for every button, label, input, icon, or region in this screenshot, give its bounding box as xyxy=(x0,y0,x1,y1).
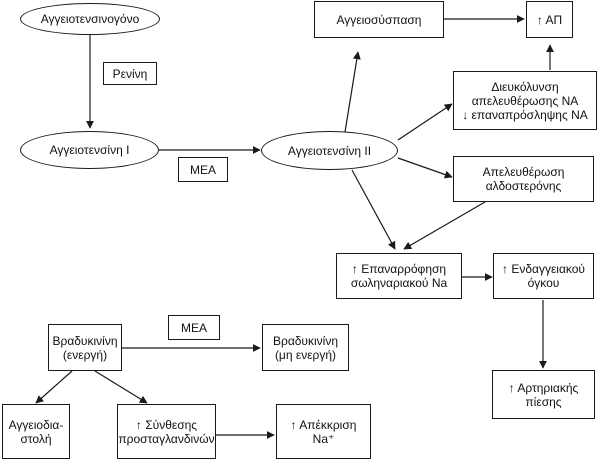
node-intravascular-volume: ↑ Ενδαγγειακού όγκου xyxy=(493,253,594,299)
node-aldosterone-release: Απελευθέρωση αλδοστερόνης xyxy=(453,156,594,202)
node-bradykinin-active: Βραδυκινίνη (ενεργή) xyxy=(48,324,122,371)
node-angiotensin-1: Αγγειοτενσίνη Ι xyxy=(20,131,159,169)
node-na-excretion: ↑ Απέκκριση Na⁺ xyxy=(276,404,371,459)
label-ace-1: ΜΕΑ xyxy=(178,157,228,182)
label-ace-2: ΜΕΑ xyxy=(168,315,220,340)
arrow-angiotensin-2-to-aldosterone xyxy=(397,157,453,179)
label-renin: Ρενίνη xyxy=(103,62,157,85)
arrow-bradykinin-to-prostaglandin xyxy=(94,370,148,404)
node-prostaglandin-synthesis: ↑ Σύνθεσης προσταγλανδινών xyxy=(117,404,216,459)
arrow-angiotensin-2-to-na-reabsorption xyxy=(351,169,396,250)
arrow-angiotensin-2-to-vasoconstriction xyxy=(344,51,361,133)
arrow-angiotensin-2-to-na-facilitation xyxy=(397,103,453,141)
node-bp-increase: ↑ ΑΠ xyxy=(526,1,573,38)
arrow-aldosterone-to-na-reabsorption xyxy=(403,201,486,250)
node-vasodilation: Αγγειοδια- στολή xyxy=(2,404,70,459)
node-na-release-facilitation: Διευκόλυνση απελευθέρωσης ΝΑ ↓ επαναπρόσ… xyxy=(453,71,597,130)
node-arterial-pressure: ↑ Αρτηριακής πίεσης xyxy=(492,370,595,419)
arrow-bradykinin-to-vasodilation xyxy=(35,370,73,404)
node-na-reabsorption: ↑ Επαναρρόφηση σωληναριακού Na xyxy=(336,253,462,299)
node-vasoconstriction: Αγγειοσύσπαση xyxy=(314,1,444,38)
node-angiotensinogen: Αγγειοτενσινογόνο xyxy=(20,3,160,35)
node-angiotensin-2: Αγγειοτενσίνη ΙΙ xyxy=(261,131,398,170)
node-bradykinin-inactive: Βραδυκινίνη (μη ενεργή) xyxy=(262,324,349,371)
